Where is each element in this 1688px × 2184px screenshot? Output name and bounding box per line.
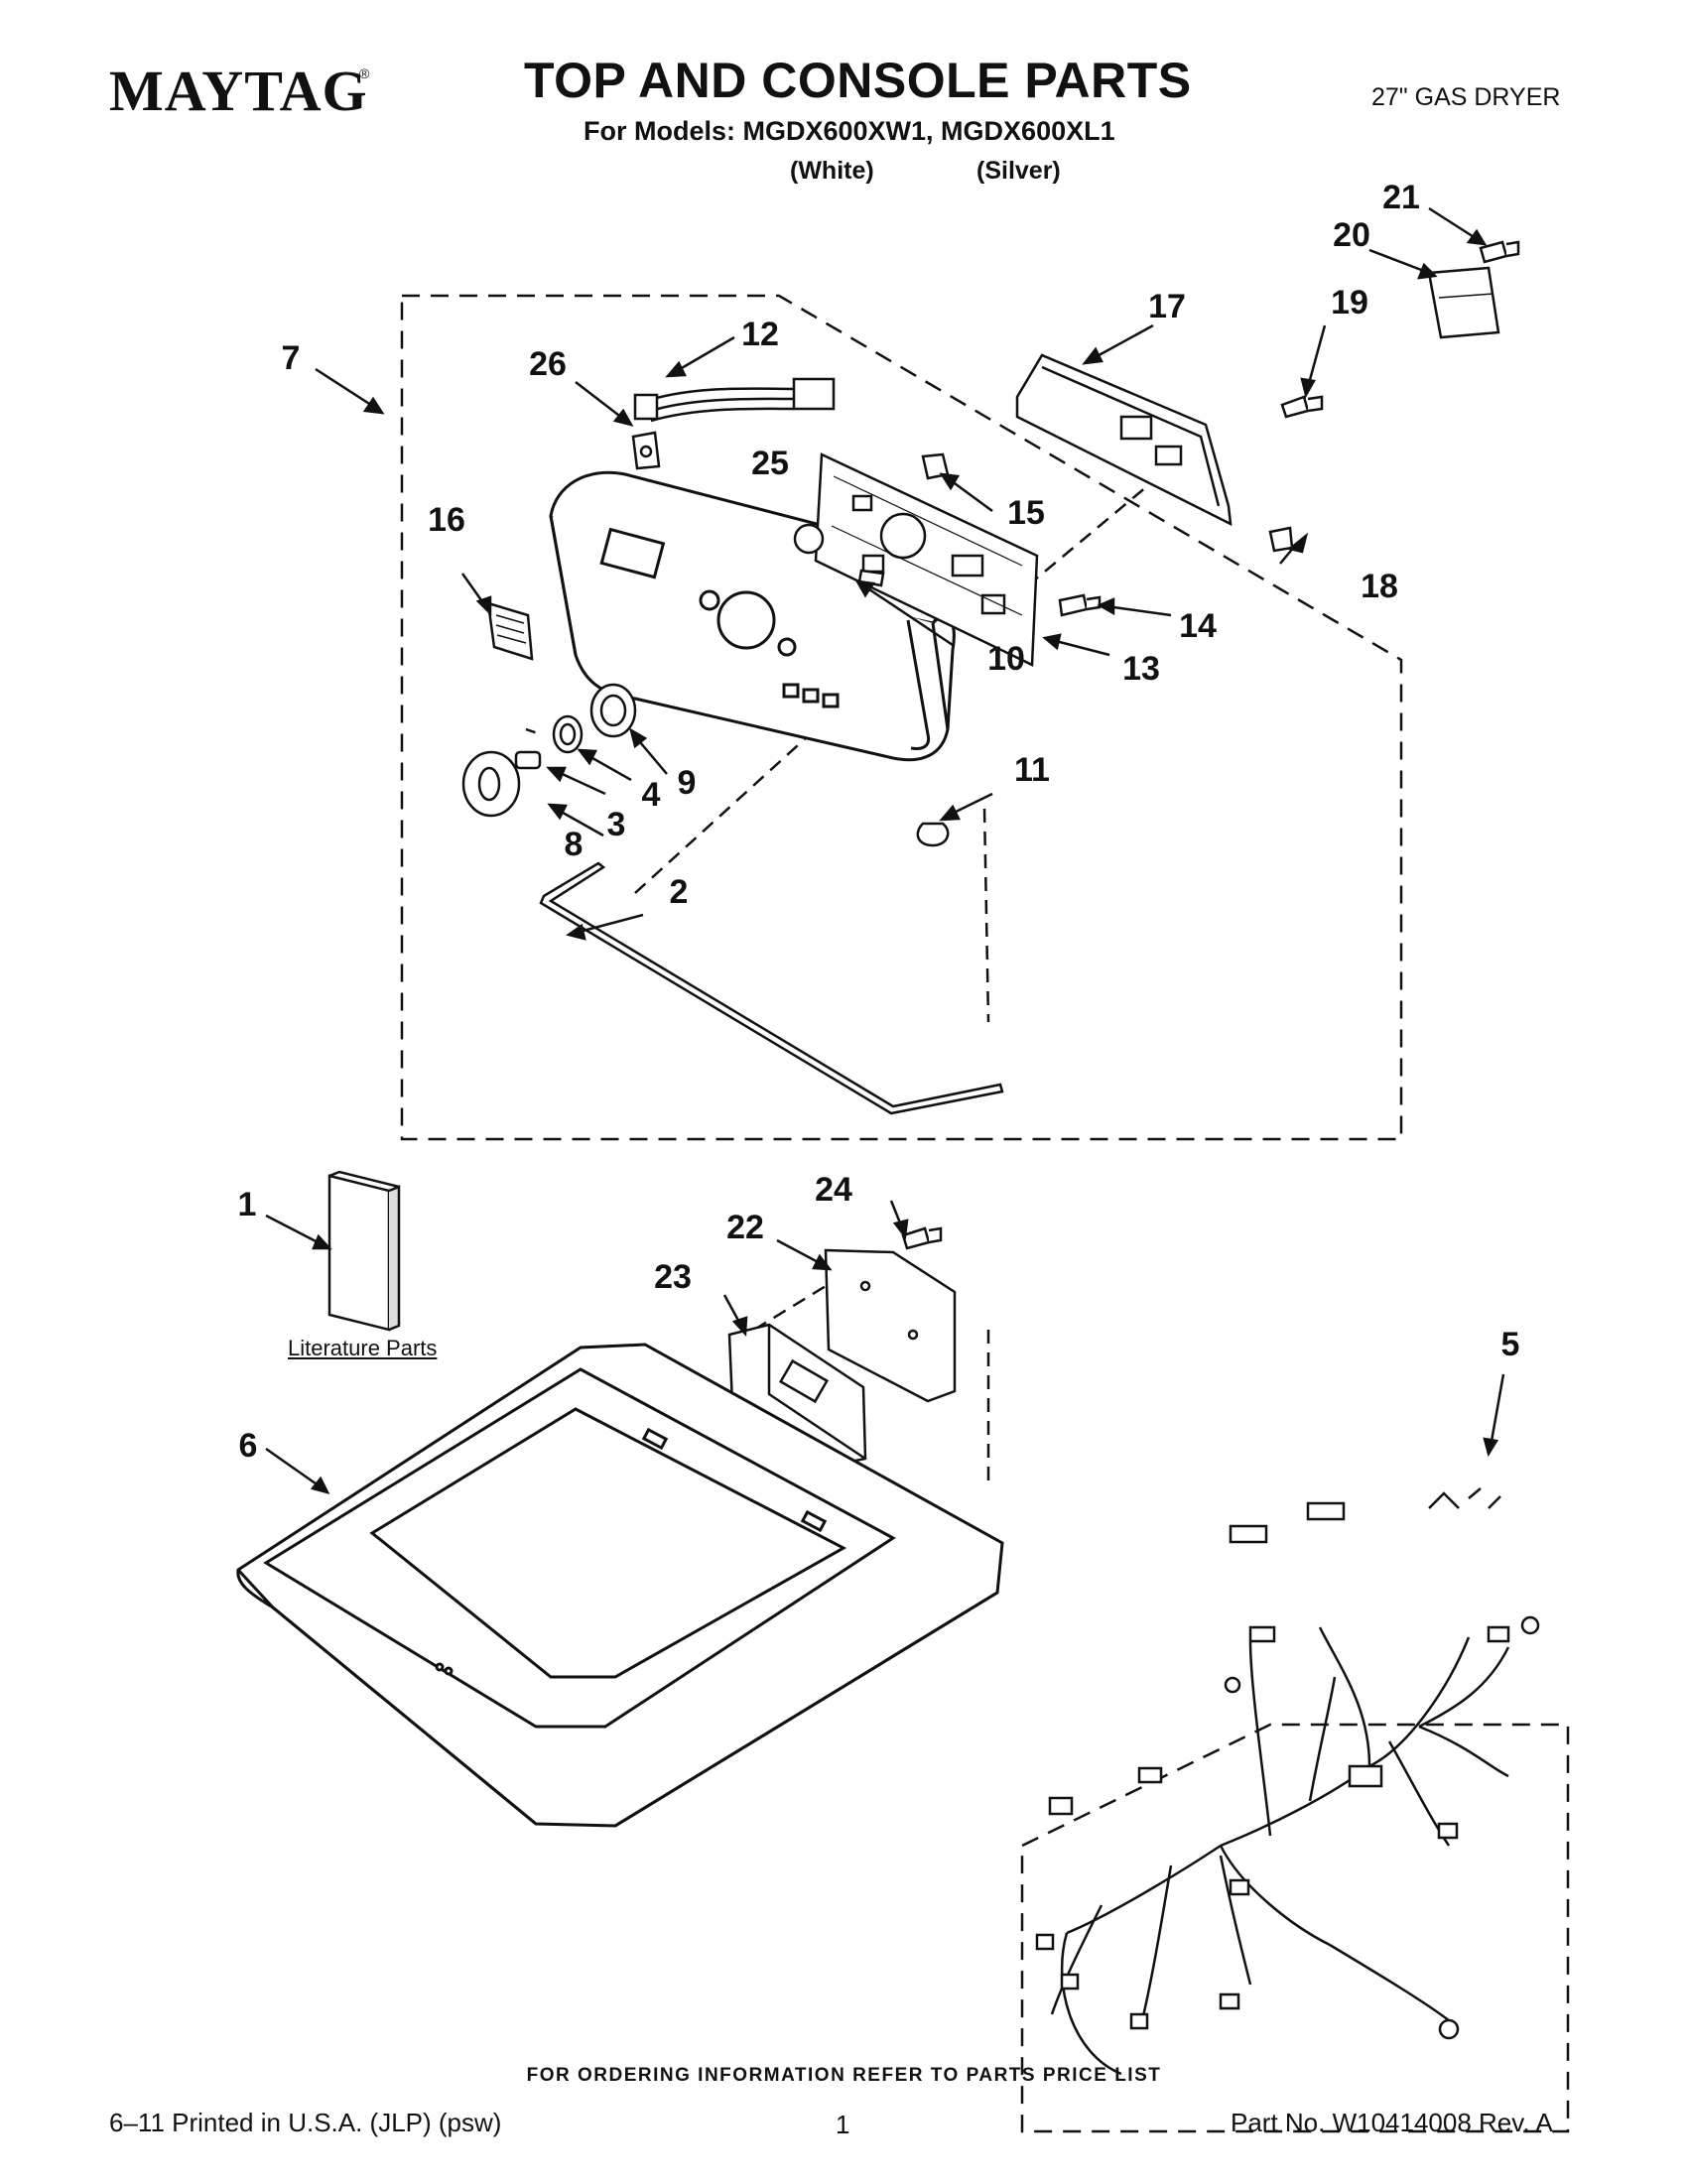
callout-10: 10	[987, 640, 1025, 678]
part-21-screw	[1479, 240, 1520, 264]
callout-4: 4	[641, 776, 661, 814]
part-11-clip	[916, 822, 950, 847]
callout-24: 24	[815, 1171, 852, 1209]
callout-3: 3	[606, 806, 626, 843]
callout-20: 20	[1333, 216, 1370, 254]
callout-7: 7	[281, 339, 301, 377]
page-title: TOP AND CONSOLE PARTS	[524, 53, 1192, 108]
callout-6: 6	[238, 1427, 258, 1465]
callout-23: 23	[654, 1258, 692, 1296]
part-13-control-board	[814, 452, 1039, 667]
callout-18: 18	[1361, 568, 1398, 605]
part-18-clip	[1268, 526, 1294, 553]
part-22-plate	[824, 1248, 957, 1403]
callout-13: 13	[1122, 650, 1160, 688]
models-line: For Models: MGDX600XW1, MGDX600XL1	[584, 116, 1115, 146]
part-25-label	[793, 523, 825, 555]
part-5-wire-harness	[1035, 1487, 1540, 2076]
part-14-screw	[1058, 593, 1102, 617]
callout-11: 11	[1014, 751, 1050, 789]
part-16-badge	[486, 601, 534, 661]
color-white-label: (White)	[790, 157, 874, 185]
page-number: 1	[836, 2110, 850, 2139]
brand-logo: MAYTAG	[109, 59, 368, 123]
literature-parts-label: Literature Parts	[288, 1336, 438, 1360]
callout-9: 9	[677, 764, 697, 802]
callout-2: 2	[669, 873, 689, 911]
callout-22: 22	[726, 1209, 764, 1246]
part-1-literature	[327, 1170, 401, 1332]
callout-12: 12	[741, 316, 779, 353]
part-2-trim-strip	[539, 861, 1004, 1115]
part-number: Part No. W10414008 Rev. A	[1231, 2108, 1553, 2137]
callout-17: 17	[1148, 288, 1186, 325]
part-20-panel	[1427, 266, 1500, 339]
color-silver-label: (Silver)	[976, 157, 1061, 185]
callout-25: 25	[751, 445, 789, 482]
part-8-knob	[461, 750, 521, 818]
part-26-clip	[631, 431, 661, 470]
callout-26: 26	[529, 345, 567, 383]
leader-arrows	[265, 206, 1505, 1494]
part-6-top-panel	[236, 1343, 1004, 1828]
callout-8: 8	[564, 826, 584, 863]
print-info: 6–11 Printed in U.S.A. (JLP) (psw)	[109, 2108, 502, 2137]
callout-19: 19	[1331, 284, 1368, 321]
callout-16: 16	[428, 501, 465, 539]
part-19-screw	[1280, 395, 1324, 419]
callout-21: 21	[1382, 179, 1420, 216]
registered-mark: ®	[359, 65, 370, 81]
callout-1: 1	[237, 1186, 257, 1223]
part-3-shaft	[514, 750, 542, 770]
callout-14: 14	[1179, 607, 1217, 645]
part-9-bezel	[589, 683, 637, 738]
part-12-wire-connector	[633, 377, 836, 423]
callout-15: 15	[1007, 494, 1045, 532]
part-17-bracket	[1015, 353, 1233, 527]
part-4-ring	[552, 714, 584, 754]
part-24-screw	[901, 1226, 943, 1250]
console-group-border	[400, 294, 1403, 1141]
ordering-note: FOR ORDERING INFORMATION REFER TO PARTS …	[526, 2065, 1162, 2086]
callout-5: 5	[1500, 1326, 1520, 1363]
console-panel	[549, 470, 956, 762]
product-type: 27" GAS DRYER	[1371, 83, 1561, 111]
harness-group-border	[1020, 1723, 1570, 2133]
